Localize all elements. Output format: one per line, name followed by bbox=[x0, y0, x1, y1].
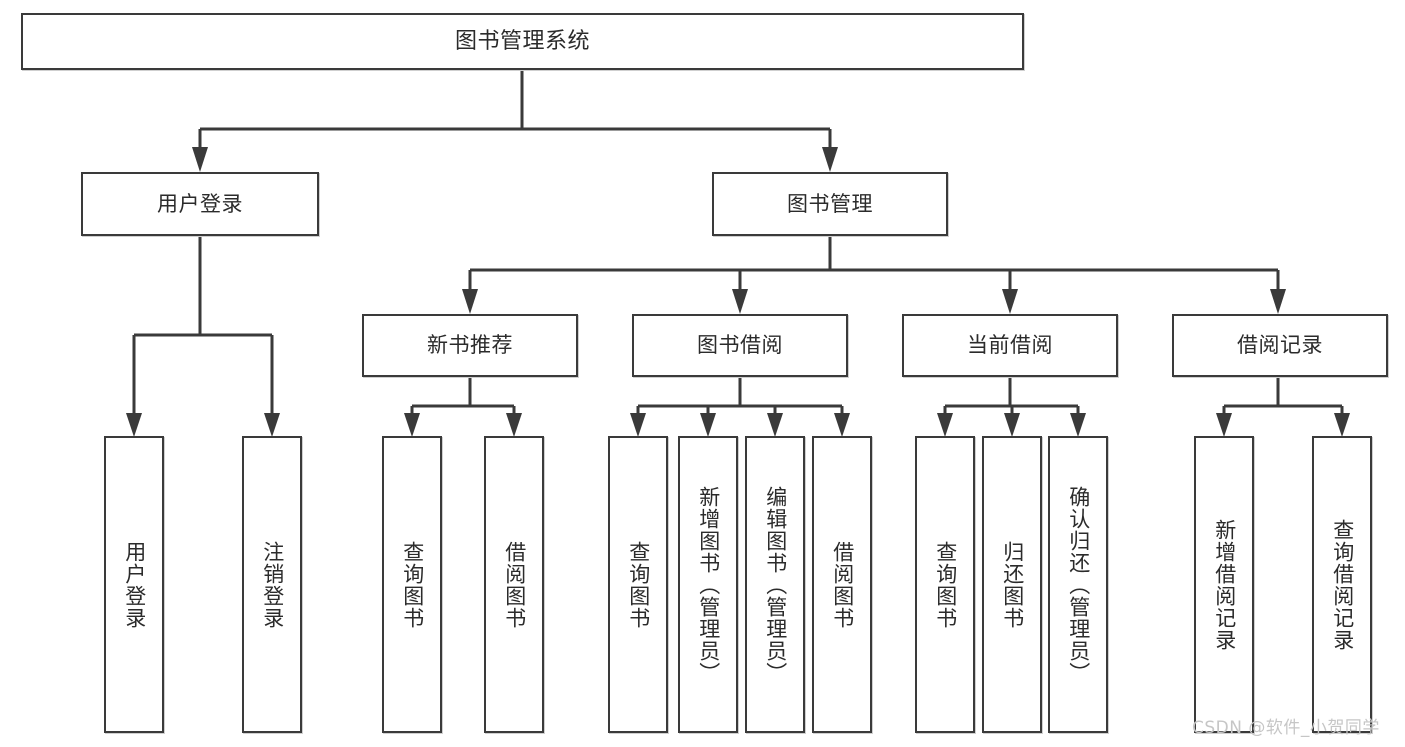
leaf-new-borrow-book[interactable]: 借阅图书 bbox=[484, 436, 544, 733]
arrowhead-leaf-user-1 bbox=[126, 413, 142, 437]
leaf-record-query[interactable]: 查询借阅记录 bbox=[1312, 436, 1372, 733]
node-borrow-record[interactable]: 借阅记录 bbox=[1172, 314, 1388, 377]
arrowhead-user-login bbox=[192, 147, 208, 172]
leaf-record-add[interactable]: 新增借阅记录 bbox=[1194, 436, 1254, 733]
node-book-borrow[interactable]: 图书借阅 bbox=[632, 314, 848, 377]
arrowhead-leaf-current-2 bbox=[1004, 413, 1020, 437]
node-label: 归还图书 bbox=[1000, 540, 1025, 629]
arrowhead-leaf-borrow-3 bbox=[767, 413, 783, 437]
arrowhead-leaf-borrow-1 bbox=[630, 413, 646, 437]
node-new-book-recommend[interactable]: 新书推荐 bbox=[362, 314, 578, 377]
node-label: 借阅记录 bbox=[1237, 333, 1323, 358]
leaf-current-confirm-return[interactable]: 确认归还（管理员） bbox=[1048, 436, 1108, 733]
arrowhead-leaf-record-2 bbox=[1334, 413, 1350, 437]
arrowhead-current-borrow bbox=[1002, 289, 1018, 314]
node-label: 新增图书（管理员） bbox=[696, 485, 721, 684]
node-label: 新增借阅记录 bbox=[1212, 518, 1237, 651]
leaf-user-login[interactable]: 用户登录 bbox=[104, 436, 164, 733]
arrowhead-leaf-new-1 bbox=[404, 413, 420, 437]
node-label: 用户登录 bbox=[122, 540, 147, 629]
node-label: 编辑图书（管理员） bbox=[763, 485, 788, 684]
node-current-borrow[interactable]: 当前借阅 bbox=[902, 314, 1118, 377]
node-label: 图书借阅 bbox=[697, 333, 783, 358]
node-label: 借阅图书 bbox=[502, 540, 527, 629]
arrowhead-book-manage bbox=[822, 147, 838, 172]
leaf-borrow-edit-book[interactable]: 编辑图书（管理员） bbox=[745, 436, 805, 733]
node-label: 查询图书 bbox=[400, 540, 425, 629]
arrowhead-leaf-current-3 bbox=[1070, 413, 1086, 437]
node-root-book-management-system[interactable]: 图书管理系统 bbox=[21, 13, 1024, 70]
node-label: 注销登录 bbox=[260, 540, 285, 629]
arrowhead-leaf-user-2 bbox=[264, 413, 280, 437]
leaf-borrow-add-book[interactable]: 新增图书（管理员） bbox=[678, 436, 738, 733]
node-book-management[interactable]: 图书管理 bbox=[712, 172, 948, 236]
node-label: 查询图书 bbox=[933, 540, 958, 629]
leaf-current-query-book[interactable]: 查询图书 bbox=[915, 436, 975, 733]
arrowhead-leaf-new-2 bbox=[506, 413, 522, 437]
arrowhead-borrow-record bbox=[1270, 289, 1286, 314]
node-label: 图书管理 bbox=[787, 191, 873, 216]
leaf-user-logout[interactable]: 注销登录 bbox=[242, 436, 302, 733]
node-user-login[interactable]: 用户登录 bbox=[81, 172, 319, 236]
leaf-current-return-book[interactable]: 归还图书 bbox=[982, 436, 1042, 733]
leaf-borrow-borrow-book[interactable]: 借阅图书 bbox=[812, 436, 872, 733]
arrowhead-leaf-borrow-4 bbox=[834, 413, 850, 437]
arrowhead-leaf-record-1 bbox=[1216, 413, 1232, 437]
arrowhead-book-borrow bbox=[732, 289, 748, 314]
node-label: 查询借阅记录 bbox=[1330, 518, 1355, 651]
node-label: 查询图书 bbox=[626, 540, 651, 629]
csdn-watermark: CSDN @软件_小贺同学 bbox=[1192, 718, 1380, 738]
node-label: 借阅图书 bbox=[830, 540, 855, 629]
node-label: 新书推荐 bbox=[427, 333, 513, 358]
node-label: 图书管理系统 bbox=[454, 28, 590, 54]
leaf-borrow-query-book[interactable]: 查询图书 bbox=[608, 436, 668, 733]
arrowhead-leaf-current-1 bbox=[937, 413, 953, 437]
node-label: 确认归还（管理员） bbox=[1066, 485, 1091, 684]
arrowhead-new-book bbox=[462, 289, 478, 314]
node-label: 用户登录 bbox=[157, 191, 243, 216]
node-label: 当前借阅 bbox=[967, 333, 1053, 358]
leaf-new-query-book[interactable]: 查询图书 bbox=[382, 436, 442, 733]
arrowhead-leaf-borrow-2 bbox=[700, 413, 716, 437]
